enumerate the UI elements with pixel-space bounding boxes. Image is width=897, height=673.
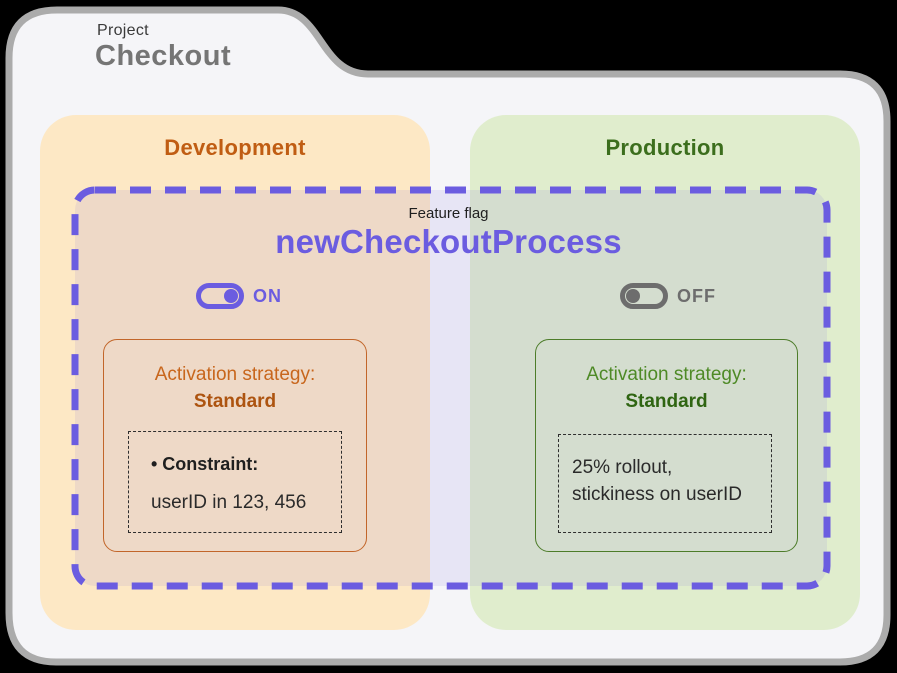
toggle-knob: [224, 289, 238, 303]
toggle-knob: [626, 289, 640, 303]
feature-flag-name: newCheckoutProcess: [275, 223, 622, 260]
development-toggle-group: ON: [196, 283, 282, 309]
development-constraint-box: • Constraint: userID in 123, 456: [128, 431, 342, 533]
strategy-title: Activation strategy:: [586, 364, 747, 385]
strategy-type: Standard: [193, 391, 277, 412]
constraint-value: userID in 123, 456: [151, 492, 307, 513]
production-toggle-group: OFF: [620, 283, 716, 309]
constraint-heading: • Constraint:: [151, 454, 259, 474]
production-rollout-box: 25% rollout, stickiness on userID: [558, 434, 772, 533]
strategy-title: Activation strategy:: [154, 364, 316, 385]
toggle-switch-off[interactable]: [620, 283, 668, 309]
toggle-state-label: OFF: [677, 285, 716, 306]
feature-flag-label: Feature flag: [408, 205, 489, 222]
strategy-type: Standard: [625, 391, 708, 412]
rollout-line-1: 25% rollout,: [572, 457, 673, 478]
project-title: Checkout: [95, 40, 232, 72]
toggle-switch-on[interactable]: [196, 283, 244, 309]
toggle-state-label: ON: [253, 285, 282, 306]
project-label: Project: [97, 22, 149, 39]
rollout-line-2: stickiness on userID: [572, 484, 743, 505]
